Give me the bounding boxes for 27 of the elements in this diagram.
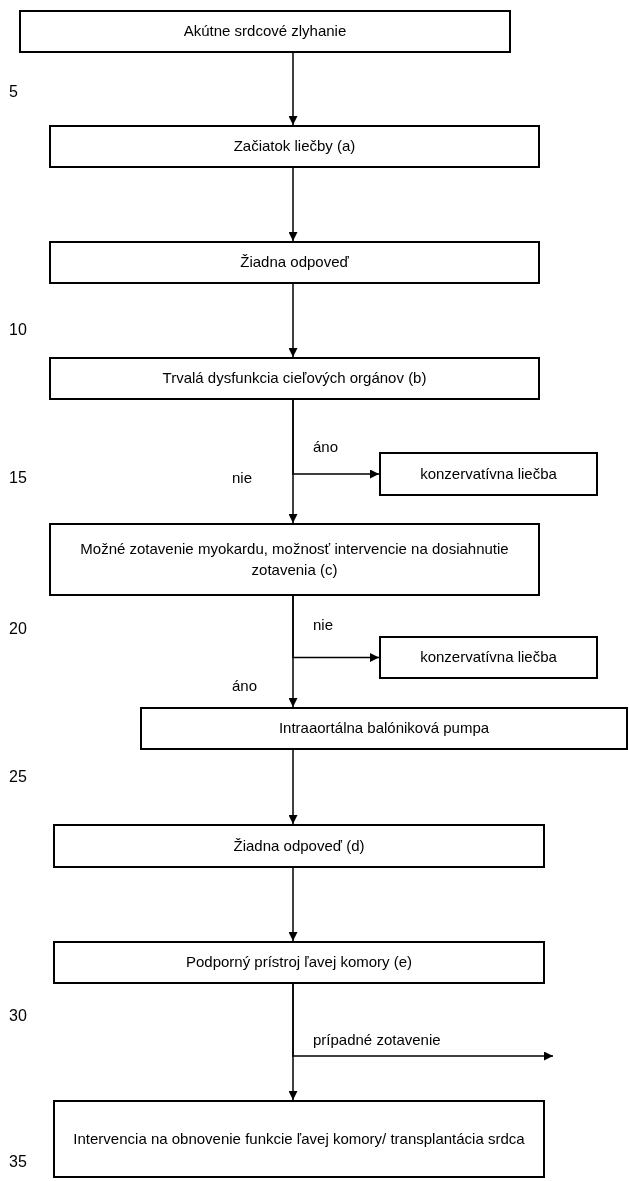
process-box: Podporný prístroj ľavej komory (e) — [53, 941, 545, 984]
line-number: 30 — [9, 1006, 27, 1026]
arrow — [288, 52, 298, 126]
line-number: 15 — [9, 468, 27, 488]
process-box: Intervencia na obnovenie funkcie ľavej komory/ transplantácia srdca — [53, 1100, 545, 1178]
line-number: 20 — [9, 619, 27, 639]
arrow — [288, 749, 298, 825]
arrow — [288, 399, 298, 524]
line-number: 5 — [9, 82, 18, 102]
process-box: Začiatok liečby (a) — [49, 125, 540, 168]
arrow — [288, 595, 298, 708]
process-box: Možné zotavenie myokardu, možnosť intervencie na dosiahnutie zotavenia (c) — [49, 523, 540, 596]
arrow — [288, 283, 298, 358]
line-number: 25 — [9, 767, 27, 787]
arrow — [292, 983, 554, 1061]
process-box: Trvalá dysfunkcia cieľových orgánov (b) — [49, 357, 540, 400]
line-number: 35 — [9, 1152, 27, 1172]
arrow — [288, 167, 298, 242]
process-box: Akútne srdcové zlyhanie — [19, 10, 511, 53]
process-box: Žiadna odpoveď — [49, 241, 540, 284]
edge-label: prípadné zotavenie — [313, 1031, 441, 1050]
arrow — [288, 867, 298, 942]
process-box: konzervatívna liečba — [379, 636, 598, 679]
process-box: konzervatívna liečba — [379, 452, 598, 496]
process-box: Žiadna odpoveď (d) — [53, 824, 545, 868]
line-number: 10 — [9, 320, 27, 340]
process-box: Intraaortálna balóniková pumpa — [140, 707, 628, 750]
